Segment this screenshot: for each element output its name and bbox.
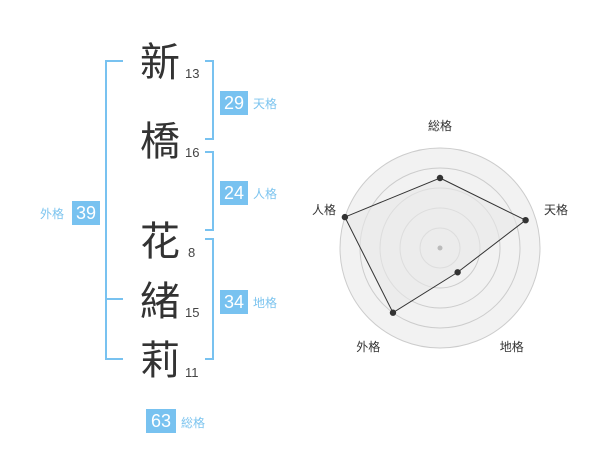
radar-label-0: 総格 bbox=[428, 119, 453, 133]
jinkaku-value: 24 bbox=[220, 181, 248, 205]
radar-center-dot bbox=[437, 245, 443, 251]
chikaku-value: 34 bbox=[220, 290, 248, 314]
radar-polygon bbox=[344, 177, 527, 314]
name-char-5: 莉 bbox=[140, 338, 180, 384]
radar-point-0 bbox=[436, 174, 444, 182]
radar-label-4: 人格 bbox=[311, 203, 336, 218]
stroke-count-5: 11 bbox=[185, 365, 199, 380]
soukaku-label: 総格 bbox=[181, 416, 206, 430]
gaikaku-label: 外格 bbox=[40, 207, 65, 221]
radar-point-3 bbox=[389, 309, 397, 316]
radar-point-1 bbox=[522, 216, 529, 224]
name-char-3: 花 bbox=[140, 219, 180, 265]
stroke-count-3: 8 bbox=[188, 245, 196, 260]
tenkaku-value: 29 bbox=[220, 91, 248, 115]
name-char-2: 橋 bbox=[140, 119, 180, 165]
chikaku-label: 地格 bbox=[253, 296, 278, 310]
radar-label-3: 外格 bbox=[356, 339, 381, 354]
soukaku-value: 63 bbox=[146, 409, 176, 433]
radar-label-1: 天格 bbox=[544, 203, 569, 218]
radar-label-2: 地格 bbox=[499, 339, 524, 354]
tenkaku-label: 天格 bbox=[253, 97, 278, 111]
radar-point-4 bbox=[341, 213, 349, 221]
stroke-count-1: 13 bbox=[185, 66, 200, 81]
gaikaku-value: 39 bbox=[72, 201, 100, 225]
name-char-4: 緒 bbox=[140, 279, 180, 325]
radar-point-2 bbox=[454, 269, 461, 276]
name-char-1: 新 bbox=[140, 40, 180, 86]
jinkaku-label: 人格 bbox=[253, 187, 278, 201]
stroke-count-4: 15 bbox=[185, 305, 200, 320]
stroke-count-2: 16 bbox=[185, 145, 200, 160]
